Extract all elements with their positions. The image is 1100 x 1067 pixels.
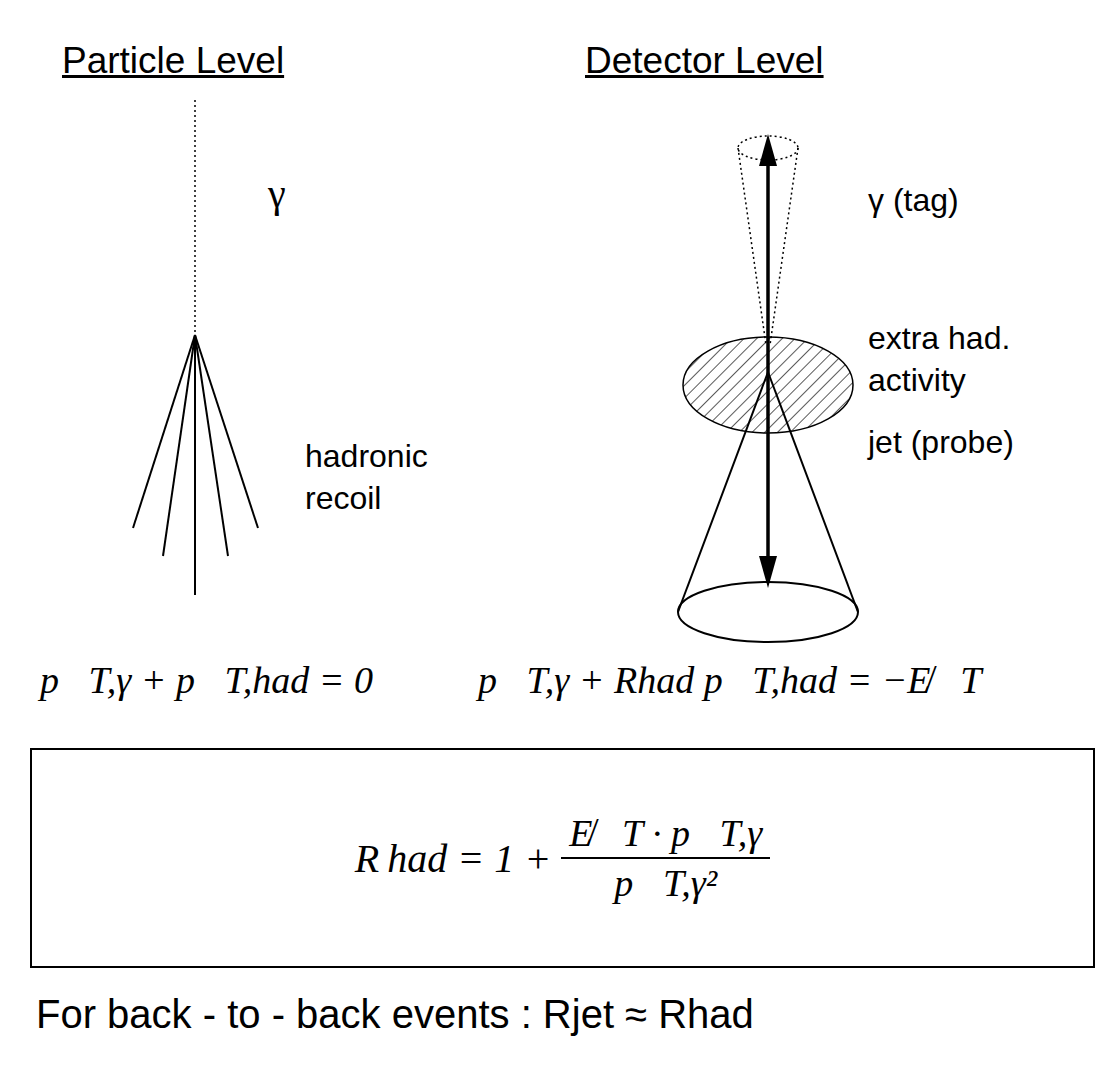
part-label: γ (tag) — [868, 180, 959, 222]
hadron-track — [195, 335, 228, 556]
section-heading: Particle Level — [62, 40, 284, 82]
hadron-track — [194, 335, 196, 595]
arrow-head — [759, 556, 777, 588]
cone-edge — [678, 372, 768, 612]
hadron-track — [133, 335, 195, 528]
section-heading: Detector Level — [585, 40, 824, 82]
particle-symbol: γ — [268, 170, 286, 217]
formula-box: R had = 1 +E̸⃗T · p⃗T,γp⃗T,γ² — [30, 748, 1095, 968]
formula-lhs: R had = 1 + — [355, 835, 551, 882]
note: For back - to - back events : Rjet ≈ Rha… — [36, 992, 754, 1037]
equation: p⃗T,γ + Rhad p⃗T,had = −E̸⃗T — [478, 658, 981, 702]
equation: p⃗T,γ + p⃗T,had = 0⃗ — [40, 658, 403, 702]
fraction-numerator: E̸⃗T · p⃗T,γ — [561, 809, 770, 859]
cone-edge — [738, 148, 766, 345]
cone-edge — [768, 372, 858, 612]
balance-arrow — [766, 160, 770, 562]
cone-edge — [770, 148, 798, 345]
cone-rim — [678, 582, 858, 642]
photon-line — [194, 100, 196, 335]
part-label: hadronic recoil — [305, 436, 470, 519]
hadron-track — [163, 335, 195, 556]
part-label: jet (probe) — [868, 422, 1014, 464]
fraction: E̸⃗T · p⃗T,γp⃗T,γ² — [561, 809, 770, 907]
part-label: extra had. activity — [868, 318, 1058, 401]
fraction-denominator: p⃗T,γ² — [606, 859, 725, 907]
arrow-head — [759, 134, 777, 166]
hadron-track — [195, 335, 258, 528]
hadron-fan — [133, 335, 258, 595]
